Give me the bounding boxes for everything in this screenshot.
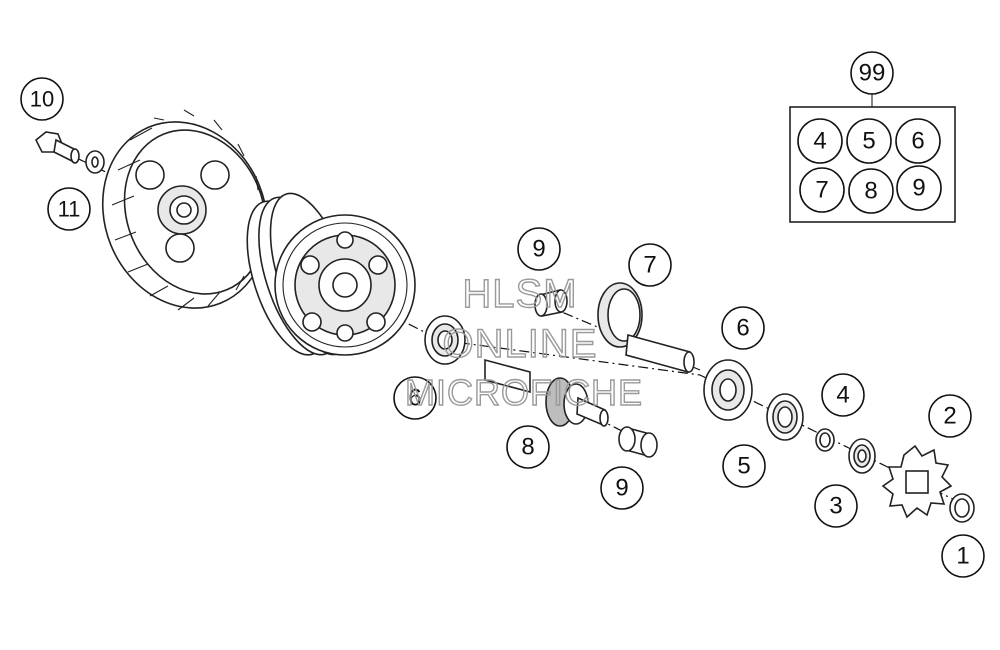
kit-item-4: 4: [797, 118, 843, 164]
svg-text:99: 99: [859, 60, 886, 87]
callout-6-right: 6: [721, 306, 765, 350]
svg-text:1: 1: [956, 543, 969, 570]
bearing-left-part: [424, 315, 466, 365]
svg-text:4: 4: [836, 382, 849, 409]
callout-8: 8: [506, 425, 550, 469]
svg-text:9: 9: [532, 236, 545, 263]
svg-text:8: 8: [521, 434, 534, 461]
callout-10: 10: [20, 77, 64, 121]
svg-text:3: 3: [829, 493, 842, 520]
washer-part: [85, 150, 105, 174]
kit-item-6: 6: [895, 118, 941, 164]
clutch-basket-part: [101, 109, 269, 311]
circlip-part: [949, 493, 975, 523]
clutch-pack-part: [246, 192, 416, 356]
svg-text:9: 9: [615, 475, 628, 502]
input-shaft-part: [484, 358, 609, 427]
svg-text:7: 7: [815, 177, 828, 204]
svg-text:4: 4: [813, 128, 826, 155]
svg-text:10: 10: [30, 87, 54, 112]
needle-bearing-top-part: [534, 288, 568, 317]
kit-item-5: 5: [846, 118, 892, 164]
callout-7: 7: [628, 243, 672, 287]
watermark: HLSM ONLINE MICROFICHE: [404, 271, 643, 413]
callout-4: 4: [821, 373, 865, 417]
callout-1: 1: [941, 534, 985, 578]
o-ring-part: [815, 428, 835, 452]
kit-item-8: 8: [848, 168, 894, 214]
svg-text:6: 6: [736, 315, 749, 342]
callout-11: 11: [47, 187, 91, 231]
spacer-sleeve-part: [848, 438, 876, 474]
kit-item-9: 9: [896, 165, 942, 211]
svg-text:2: 2: [943, 403, 956, 430]
svg-text:6: 6: [408, 385, 421, 412]
bearing-right-part: [703, 359, 753, 421]
callout-5: 5: [722, 444, 766, 488]
callout-3: 3: [814, 484, 858, 528]
callout-9-top: 9: [517, 227, 561, 271]
svg-text:5: 5: [737, 453, 750, 480]
svg-text:11: 11: [58, 197, 81, 222]
idler-gear-part: [597, 282, 695, 374]
bolt-part: [34, 131, 80, 164]
svg-text:9: 9: [912, 175, 925, 202]
sprocket-part: [881, 444, 953, 519]
callout-9-bottom: 9: [600, 466, 644, 510]
callout-99: 99: [850, 51, 894, 95]
svg-text:8: 8: [864, 178, 877, 205]
watermark-line-1: HLSM: [462, 272, 577, 316]
callout-2: 2: [928, 394, 972, 438]
callout-6-left: 6: [393, 376, 437, 420]
kit-item-7: 7: [799, 167, 845, 213]
svg-text:6: 6: [911, 128, 924, 155]
watermark-line-2: ONLINE: [443, 322, 598, 366]
watermark-line-3: MICROFICHE: [405, 372, 643, 413]
svg-text:7: 7: [643, 252, 656, 279]
shaft-seal-part: [766, 393, 804, 441]
needle-bearing-bottom-part: [618, 426, 658, 458]
svg-text:5: 5: [862, 128, 875, 155]
